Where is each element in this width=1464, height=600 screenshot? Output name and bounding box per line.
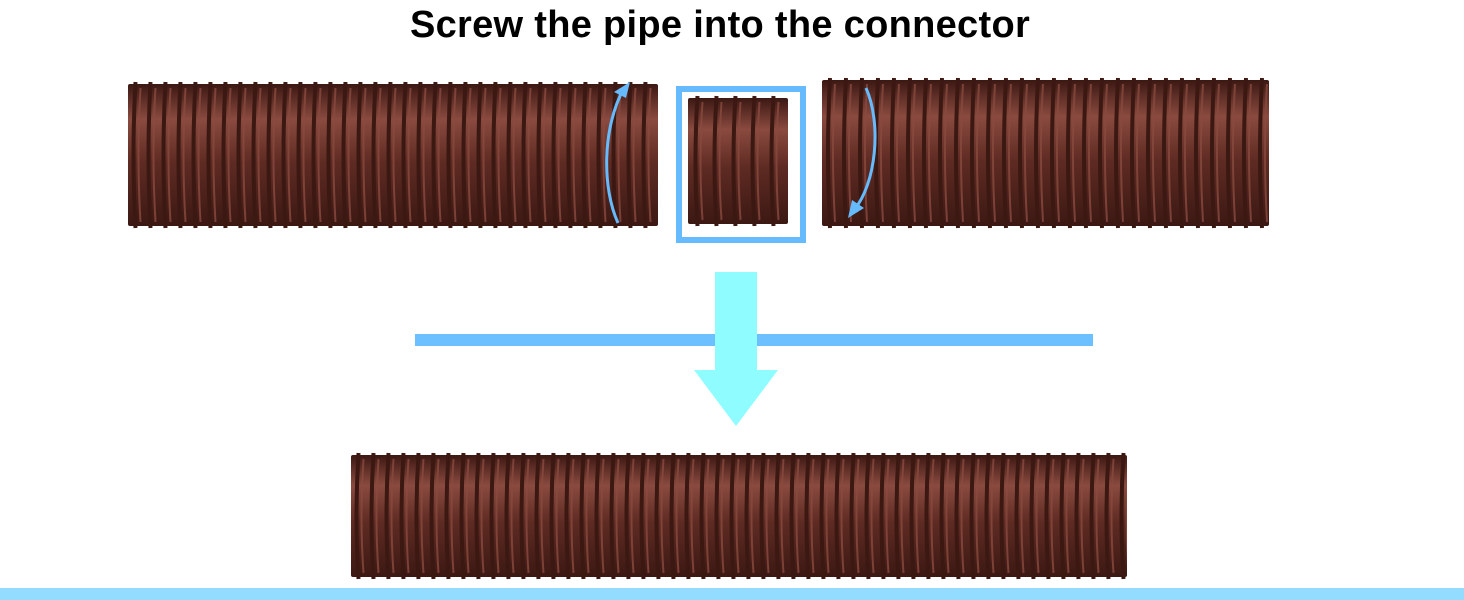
connector-highlight-frame bbox=[676, 86, 806, 243]
curved-rotation-arrow-down-icon bbox=[840, 84, 880, 224]
bottom-accent-band bbox=[0, 588, 1464, 600]
connector-image bbox=[688, 94, 788, 228]
left-pipe-image bbox=[128, 80, 658, 230]
joined-pipe-image bbox=[351, 451, 1127, 581]
instruction-title: Screw the pipe into the connector bbox=[409, 4, 1031, 46]
right-pipe-image bbox=[822, 76, 1269, 230]
curved-rotation-arrow-up-icon bbox=[600, 78, 640, 228]
arrow-down-icon bbox=[692, 272, 780, 433]
